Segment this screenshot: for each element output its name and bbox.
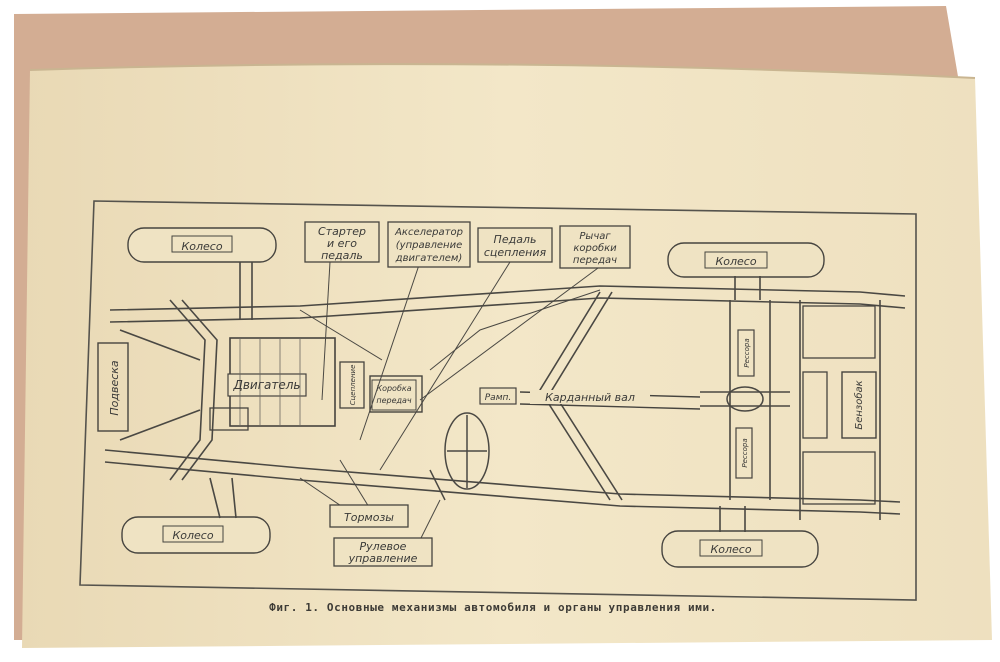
label-clutch-pedal-1: Педаль: [494, 233, 537, 246]
gear-lever-box: [559, 225, 631, 269]
label-wheel-bottom-right: Колесо: [710, 543, 751, 556]
label-gearbox-1: Коробка: [376, 384, 411, 393]
accelerator-box: [387, 221, 471, 268]
clutch-housing: [339, 361, 365, 409]
driveshaft: [479, 387, 701, 410]
rear-axle: [700, 386, 790, 412]
diagram-frame: [79, 200, 917, 601]
label-gear-lever-2: коробки: [573, 242, 617, 254]
clutch-pedal-box: [477, 227, 553, 263]
figure-caption: Фиг. 1. Основные механизмы автомобиля и …: [269, 601, 717, 614]
label-accelerator-3: двигателем): [395, 253, 463, 264]
label-accelerator-1: Акселератор: [394, 227, 463, 238]
label-steering-1: Рулевое: [360, 540, 407, 553]
label-handbrake: Рамп.: [485, 393, 511, 403]
wheel-bottom-right: [661, 530, 819, 568]
gearbox: [369, 375, 423, 413]
book-page: [22, 64, 992, 648]
wheel-top-left: [127, 227, 277, 263]
label-brakes: Тормозы: [344, 511, 394, 524]
label-starter-3: педаль: [321, 249, 363, 262]
springs: [735, 329, 755, 479]
engine: [209, 337, 336, 431]
label-gear-lever-3: передач: [573, 255, 617, 266]
rear-section: [802, 305, 877, 505]
suspension-box: [97, 342, 129, 432]
label-driveshaft: Карданный вал: [545, 391, 635, 404]
wheel-bottom-left: [121, 516, 271, 554]
label-accelerator-2: (управление: [396, 240, 462, 251]
chassis-frame: [104, 262, 906, 532]
label-fuel-tank: Бензобак: [853, 380, 865, 429]
label-engine: Двигатель: [232, 378, 300, 392]
wheel-top-right: [667, 242, 825, 278]
label-starter-1: Стартер: [318, 225, 366, 238]
label-spring-top: Рессора: [743, 338, 751, 367]
brakes-box: [329, 504, 409, 528]
steering-wheel: [429, 412, 490, 501]
label-starter-2: и его: [327, 237, 357, 250]
label-gear-lever-1: Рычаг: [579, 231, 611, 242]
label-wheel-bottom-left: Колесо: [172, 529, 213, 542]
starter-box: [304, 221, 380, 263]
label-spring-bottom: Рессора: [741, 438, 749, 467]
label-clutch: Сцепление: [349, 365, 357, 406]
label-clutch-pedal-2: сцепления: [484, 246, 547, 259]
label-wheel-top-left: Колесо: [181, 240, 222, 253]
label-suspension: Подвеска: [108, 360, 121, 416]
label-wheel-top-right: Колесо: [715, 255, 756, 268]
label-gearbox-2: передач: [376, 396, 412, 405]
label-steering-2: управление: [348, 552, 418, 565]
steering-box: [333, 537, 433, 567]
pointer-lines: [299, 261, 601, 541]
